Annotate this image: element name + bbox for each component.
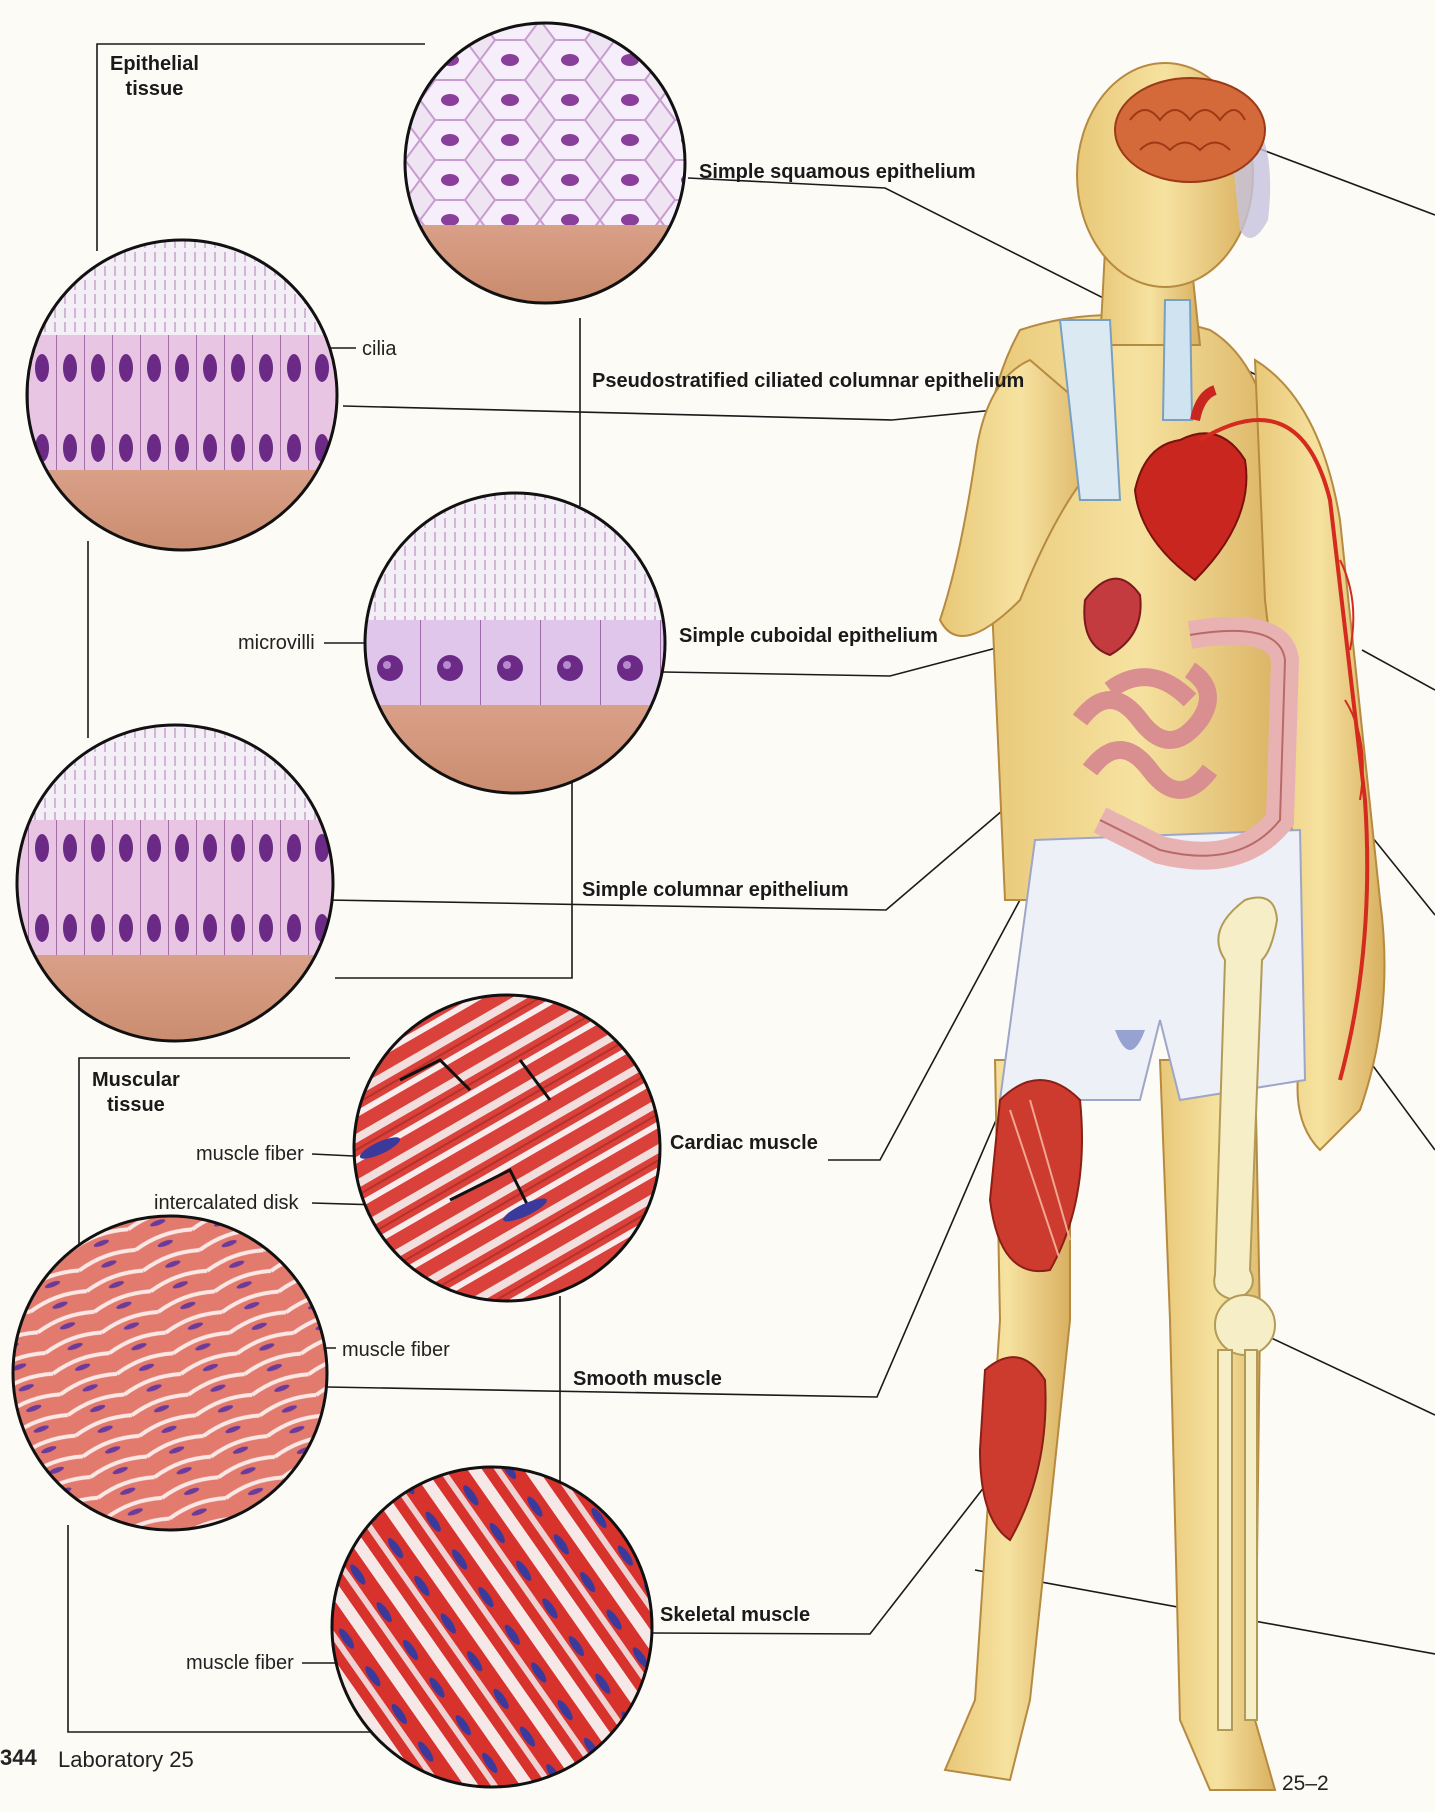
page-number: 344 [0,1745,37,1771]
simple-cuboidal-circle [360,490,680,805]
label-simple-squamous: Simple squamous epithelium [699,161,976,184]
label-muscle-fiber-cardiac: muscle fiber [196,1143,304,1166]
pseudostratified-circle [25,235,345,560]
label-muscle-fiber-smooth: muscle fiber [342,1339,450,1362]
label-pseudostratified: Pseudostratified ciliated columnar epith… [592,370,1024,393]
muscular-heading-line1: Muscular [92,1068,180,1093]
label-muscle-fiber-skeletal: muscle fiber [186,1652,294,1675]
epithelial-heading-line2: tissue [110,77,199,102]
label-simple-columnar: Simple columnar epithelium [582,879,849,902]
laboratory-label: Laboratory 25 [58,1747,194,1773]
figure-number: 25–2 [1282,1772,1329,1796]
epithelial-heading-line1: Epithelial [110,52,199,77]
human-figure [940,63,1385,1790]
muscular-tissue-heading: Muscular tissue [92,1068,180,1118]
epithelial-tissue-heading: Epithelial tissue [110,52,199,102]
muscular-heading-line2: tissue [92,1093,180,1118]
simple-columnar-circle [15,720,345,1055]
skeletal-muscle-circle [330,1465,660,1795]
cardiac-muscle-circle [350,990,670,1310]
label-intercalated-disk: intercalated disk [154,1192,299,1215]
label-cardiac-muscle: Cardiac muscle [670,1132,818,1155]
label-microvilli: microvilli [238,632,315,655]
label-smooth-muscle: Smooth muscle [573,1368,722,1391]
label-simple-cuboidal: Simple cuboidal epithelium [679,625,938,648]
label-skeletal-muscle: Skeletal muscle [660,1604,810,1627]
label-cilia: cilia [362,338,396,361]
simple-squamous-circle [400,20,700,305]
smooth-muscle-circle [10,1210,340,1540]
